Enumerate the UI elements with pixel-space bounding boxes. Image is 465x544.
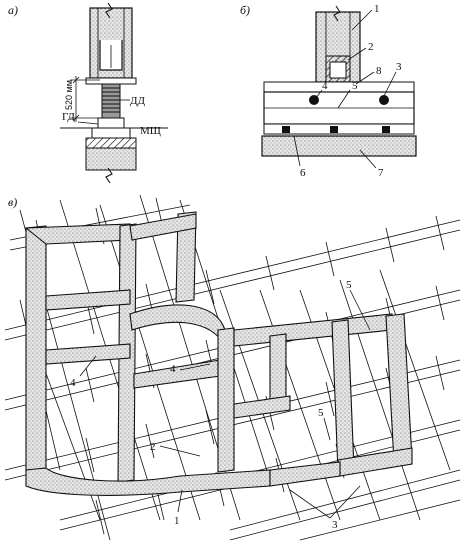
callout-v-1: 1	[174, 515, 180, 527]
figure-v-label: в)	[8, 195, 17, 209]
figure-v: в)	[4, 194, 461, 541]
callout-b-2: 2	[368, 41, 374, 53]
callout-v-2: 2	[150, 441, 156, 453]
figure-b: б) 1 2 8 3 4 5	[240, 3, 417, 179]
wall-plan	[24, 211, 413, 496]
dimension-label: 520 мм	[64, 80, 74, 110]
callout-v-4a: 4	[70, 377, 76, 389]
callout-b-8: 8	[376, 65, 382, 77]
figure-b-label: б)	[240, 3, 250, 17]
callout-b-3: 3	[396, 61, 402, 73]
tag-dd: ДД	[130, 95, 146, 107]
callout-b-7: 7	[378, 167, 384, 179]
tag-mshch: МЩ	[140, 125, 161, 137]
figure-a-label: а)	[8, 3, 18, 17]
callout-b-4: 4	[322, 80, 328, 92]
callout-v-3: 3	[332, 519, 338, 531]
callout-v-4b: 4	[170, 363, 176, 375]
callout-b-6: 6	[300, 167, 306, 179]
callout-leaders	[79, 289, 371, 519]
tag-gd: ГД	[62, 111, 75, 123]
callout-b-1: 1	[374, 3, 380, 15]
callout-v-5b: 5	[318, 407, 324, 419]
callout-v-5a: 5	[346, 279, 352, 291]
figure-a: а) 520 мм ДД	[8, 2, 168, 184]
callout-b-5: 5	[352, 80, 358, 92]
